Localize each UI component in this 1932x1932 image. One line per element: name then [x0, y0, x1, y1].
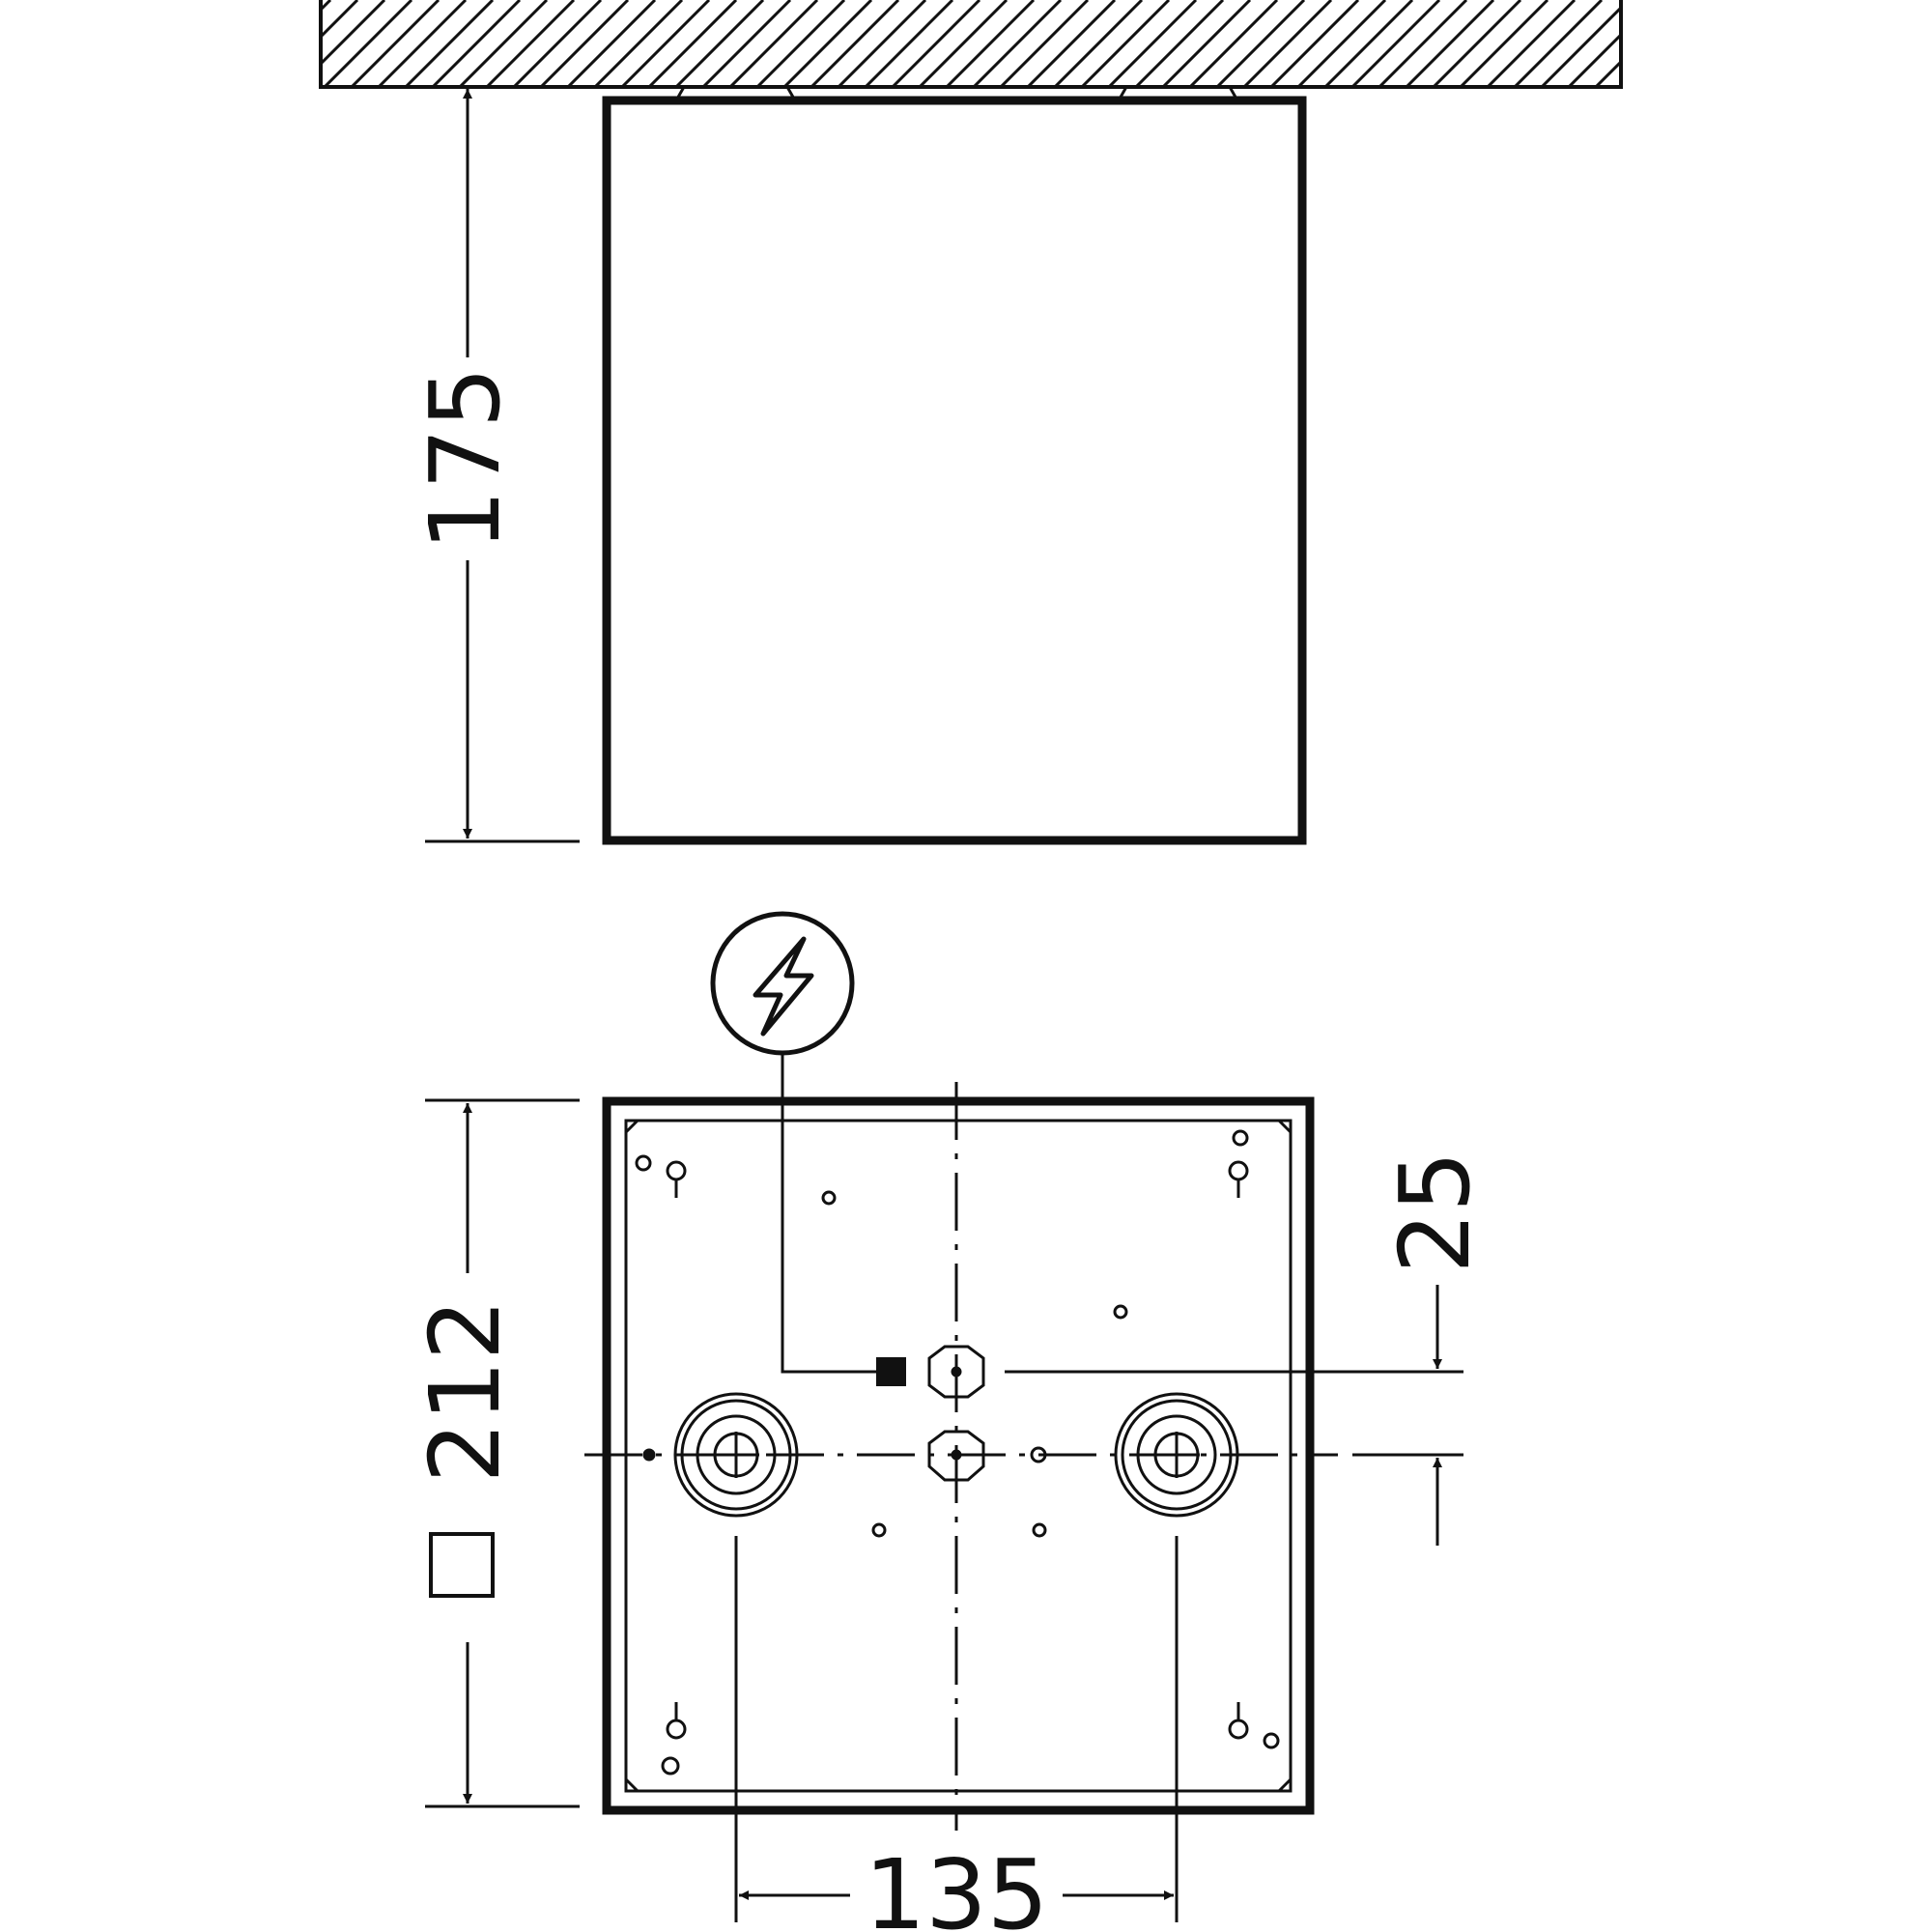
hatch-line	[1620, 84, 1623, 87]
mounting-hole-right	[1114, 1392, 1239, 1518]
hatch-line	[863, 0, 954, 87]
hatch-line	[1702, 0, 1791, 89]
side-view-housing	[602, 96, 1307, 845]
hatch-line	[319, 0, 386, 69]
square-side-dimension	[425, 1098, 580, 1808]
hole-spacing-dimension-label: 135	[865, 1838, 1049, 1932]
hatch-line	[457, 0, 549, 87]
hatch-line	[1431, 0, 1522, 87]
power-entry-symbol	[710, 911, 906, 1386]
hatch-line	[322, 0, 413, 87]
hatch-line	[781, 0, 873, 87]
hatch-line	[944, 0, 1036, 87]
mounting-hole-left	[673, 1392, 799, 1518]
hatch-line	[1675, 0, 1764, 89]
ceiling-hatch	[319, 0, 1818, 89]
hatch-line	[971, 0, 1063, 87]
hatch-line	[1322, 0, 1414, 87]
hatch-line	[1377, 0, 1468, 87]
hatch-line	[1539, 3, 1623, 87]
hatch-line	[403, 0, 495, 87]
hatch-line	[1133, 0, 1225, 87]
lightning-bolt-icon	[753, 936, 814, 1037]
hatch-line	[917, 0, 1009, 87]
height-dimension	[425, 89, 580, 843]
hatch-line	[836, 0, 927, 87]
hatch-line	[619, 0, 711, 87]
square-symbol-icon	[429, 1532, 495, 1598]
hatch-line	[1485, 0, 1577, 87]
square-side-label-group: 212	[409, 1299, 522, 1598]
hatch-line	[1052, 0, 1144, 87]
hatch-line	[349, 0, 440, 87]
mounting-clips	[674, 85, 1239, 101]
keyhole-slots	[666, 1160, 1249, 1740]
hatch-line	[1295, 0, 1387, 87]
hatch-line	[1079, 0, 1171, 87]
hatch-line	[1404, 0, 1495, 87]
hatch-line	[1350, 0, 1441, 87]
hatch-line	[565, 0, 657, 87]
hatch-line	[998, 0, 1090, 87]
hatch-line	[1566, 30, 1623, 87]
hatch-line	[1512, 0, 1604, 87]
hatch-line	[1729, 0, 1818, 89]
hatch-line	[1160, 0, 1252, 87]
hatch-line	[1187, 0, 1279, 87]
offset-dimension-label: 25	[1378, 1151, 1492, 1273]
small-holes	[635, 1129, 1280, 1776]
hatch-line	[1106, 0, 1198, 87]
height-dimension-label: 175	[409, 367, 522, 552]
hatch-line	[1458, 0, 1549, 87]
hatch-line	[646, 0, 738, 87]
hatch-line	[754, 0, 846, 87]
hatch-line	[1268, 0, 1360, 87]
hatch-line	[484, 0, 576, 87]
hatch-line	[592, 0, 684, 87]
hatch-line	[430, 0, 522, 87]
offset-dimension	[1352, 1285, 1463, 1546]
hatch-line	[673, 0, 765, 87]
hole-spacing-dimension	[734, 1536, 1179, 1922]
hatch-line	[376, 0, 468, 87]
hatch-line	[890, 0, 981, 87]
center-knockouts	[927, 1345, 985, 1482]
hatch-line	[727, 0, 819, 87]
square-side-dimension-label: 212	[409, 1299, 522, 1484]
hatch-line	[319, 0, 359, 42]
hatch-line	[1593, 57, 1623, 87]
hatch-line	[538, 0, 630, 87]
cable-entry-square	[876, 1357, 906, 1386]
hatch-line	[700, 0, 792, 87]
hatch-line	[511, 0, 603, 87]
hatch-line	[319, 0, 332, 14]
hatch-line	[1648, 0, 1737, 89]
hatch-line	[1241, 0, 1333, 87]
hatch-line	[1214, 0, 1306, 87]
hatch-line	[809, 0, 900, 87]
hatch-line	[1025, 0, 1117, 87]
